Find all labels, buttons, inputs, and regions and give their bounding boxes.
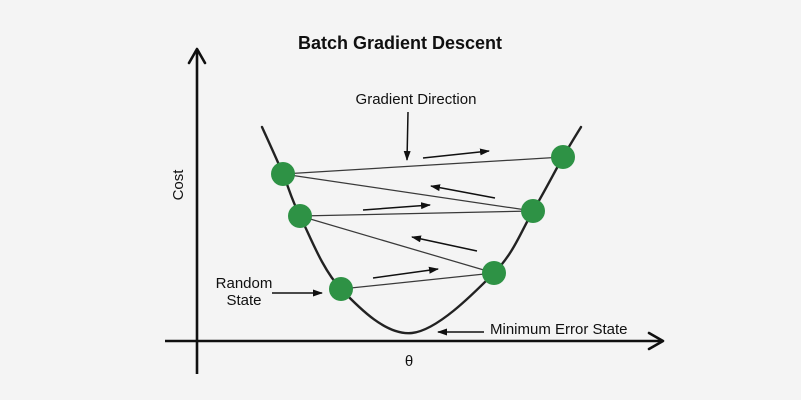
data-point	[271, 162, 295, 186]
y-axis-arrowhead-icon	[187, 47, 207, 65]
descent-segment	[299, 210, 534, 217]
direction-arrow-icon	[411, 235, 478, 252]
data-point	[329, 277, 353, 301]
data-point	[551, 145, 575, 169]
random-state-label-line1: Random	[216, 275, 273, 292]
data-point	[288, 204, 312, 228]
cost-axis-label: Cost	[170, 169, 187, 201]
cost-curve	[260, 125, 583, 335]
figure-geometry	[165, 47, 665, 374]
gradient-direction-label: Gradient Direction	[356, 91, 477, 108]
minimum-error-state-label: Minimum Error State	[490, 321, 628, 338]
descent-segment	[340, 272, 495, 290]
direction-arrow-icon	[362, 202, 431, 211]
figure-title: Batch Gradient Descent	[298, 33, 502, 53]
descent-segment	[282, 173, 534, 212]
direction-arrow-icon	[422, 148, 490, 159]
descent-segment	[299, 215, 495, 274]
theta-axis-label: θ	[405, 353, 413, 370]
gradient-direction-arrow-icon	[403, 111, 411, 161]
data-point	[482, 261, 506, 285]
data-point	[521, 199, 545, 223]
direction-arrow-icon	[430, 184, 496, 199]
x-axis-arrowhead-icon	[647, 331, 665, 351]
direction-arrow-icon	[372, 266, 439, 279]
random-state-label-line2: State	[226, 292, 261, 309]
descent-segment	[282, 156, 564, 175]
